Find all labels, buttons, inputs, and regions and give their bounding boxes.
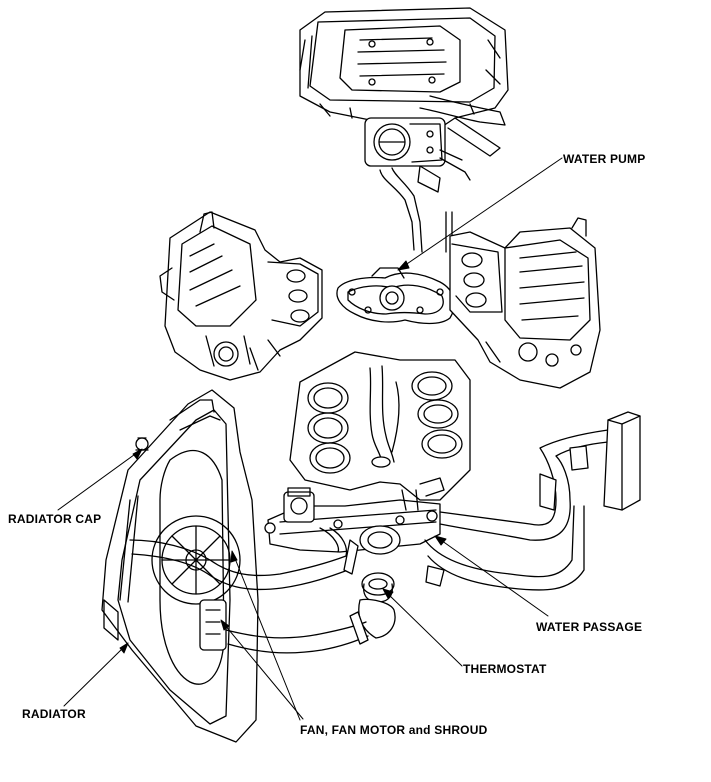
thermostat (361, 572, 395, 603)
label-water-passage: WATER PASSAGE (536, 620, 643, 634)
label-fan-fan-motor-and-shroud: FAN, FAN MOTOR and SHROUD (300, 723, 488, 737)
bypass-hose (379, 167, 453, 253)
right-cylinder-head (449, 217, 601, 389)
intake-manifold (299, 7, 509, 193)
radiator-hoses (129, 527, 369, 654)
engine-block (289, 351, 471, 501)
label-thermostat: THERMOSTAT (463, 662, 547, 676)
leader-lines (57, 157, 563, 721)
label-radiator-cap: RADIATOR CAP (8, 512, 102, 526)
water-passage-assembly (264, 477, 445, 555)
heater-box (603, 411, 641, 511)
water-pump (336, 267, 455, 325)
left-cylinder-head (159, 211, 323, 381)
fan-shroud (151, 449, 241, 685)
label-water-pump: WATER PUMP (563, 152, 646, 166)
radiator (101, 389, 259, 743)
label-radiator: RADIATOR (22, 707, 86, 721)
heater-hoses (424, 429, 609, 591)
